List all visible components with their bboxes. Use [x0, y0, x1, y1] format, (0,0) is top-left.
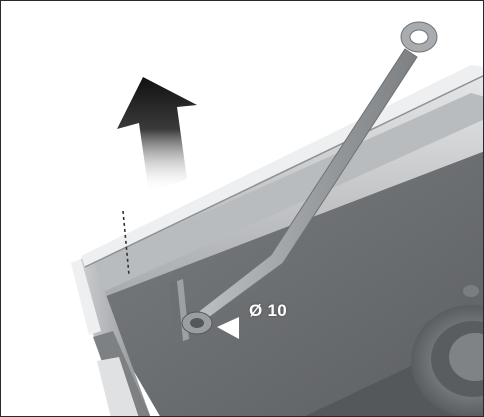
- dashed-guide-line: [122, 210, 130, 276]
- bolt-size-label: Ø 10: [249, 301, 288, 320]
- housing-rail: [81, 65, 483, 268]
- housing-back-panel: [81, 71, 483, 301]
- housing-left-wall: [71, 259, 151, 416]
- up-arrow-icon: [117, 77, 197, 193]
- wrench-icon: [181, 21, 438, 335]
- round-component: [411, 285, 483, 416]
- callout-pointer: [217, 317, 239, 339]
